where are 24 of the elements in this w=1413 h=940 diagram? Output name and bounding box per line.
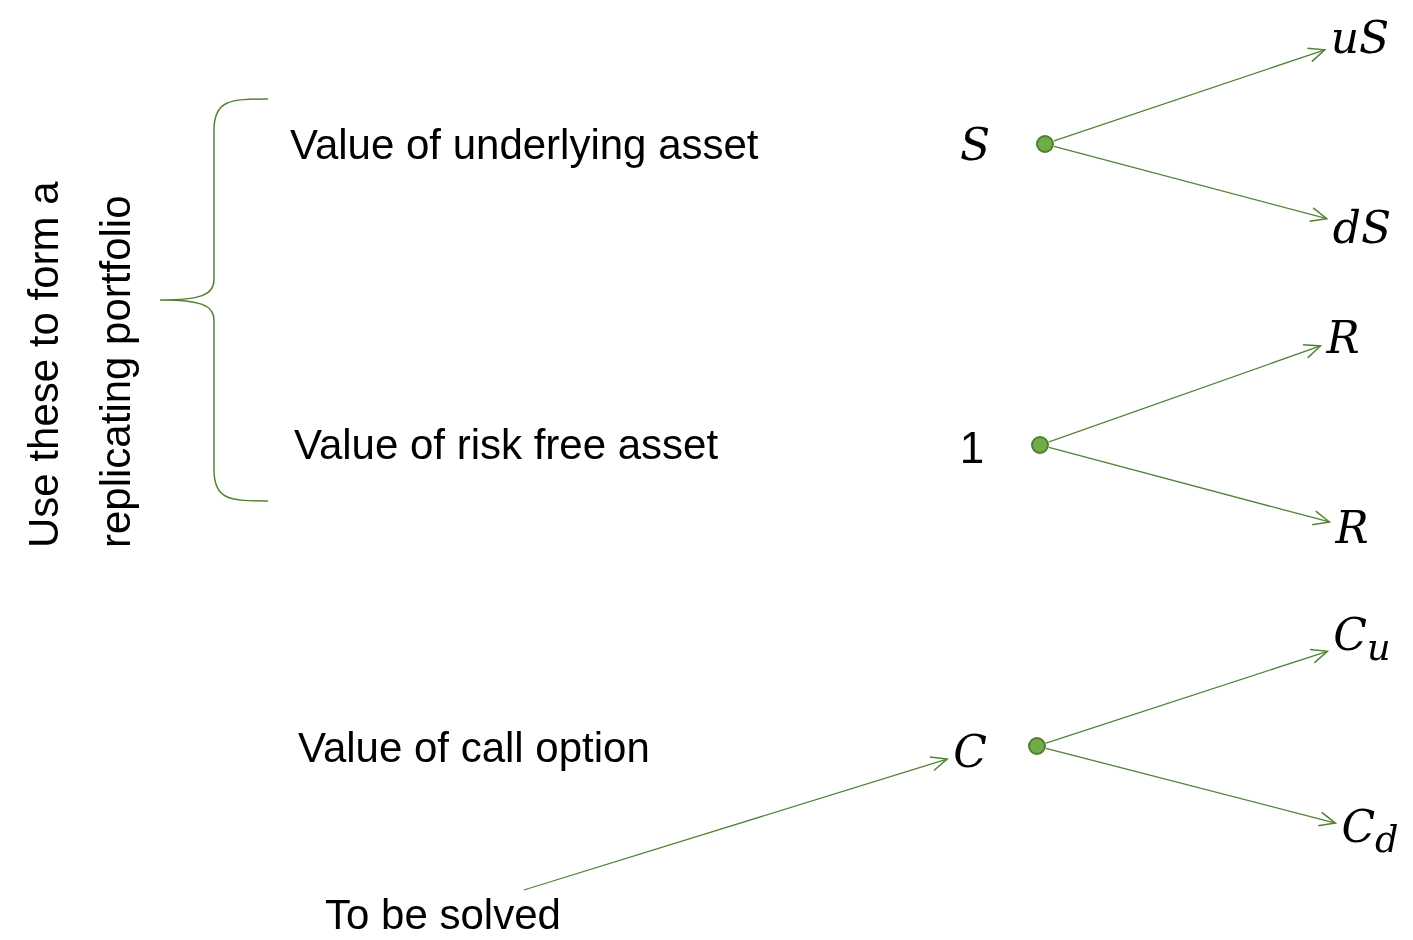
arrow <box>1053 145 1328 223</box>
node-dot <box>1031 436 1049 454</box>
math-symbol: S <box>959 123 991 167</box>
row-label: Value of call option <box>298 727 650 769</box>
arrow <box>523 756 948 891</box>
math-symbol: dS <box>1332 206 1392 250</box>
vertical-caption: Use these to form a replicating portfolio <box>19 180 140 548</box>
arrow <box>1045 648 1329 744</box>
node-dot <box>1036 135 1054 153</box>
row-label: Value of risk free asset <box>294 424 719 466</box>
math-symbol: R <box>1326 316 1360 360</box>
row-label: Value of underlying asset <box>290 124 759 166</box>
arrow <box>1053 47 1326 142</box>
arrow <box>1045 747 1337 827</box>
node-dot <box>1028 737 1046 755</box>
node-label: To be solved <box>325 894 561 936</box>
math-symbol: C$_{u}$ <box>1333 613 1391 667</box>
arrow <box>1048 446 1331 526</box>
math-symbol: 1 <box>959 426 985 470</box>
arrow <box>1048 343 1322 443</box>
math-symbol: C$_{d}$ <box>1341 805 1399 859</box>
math-symbol: R <box>1335 506 1369 550</box>
math-symbol: uS <box>1330 16 1390 60</box>
math-symbol: C <box>953 730 987 774</box>
